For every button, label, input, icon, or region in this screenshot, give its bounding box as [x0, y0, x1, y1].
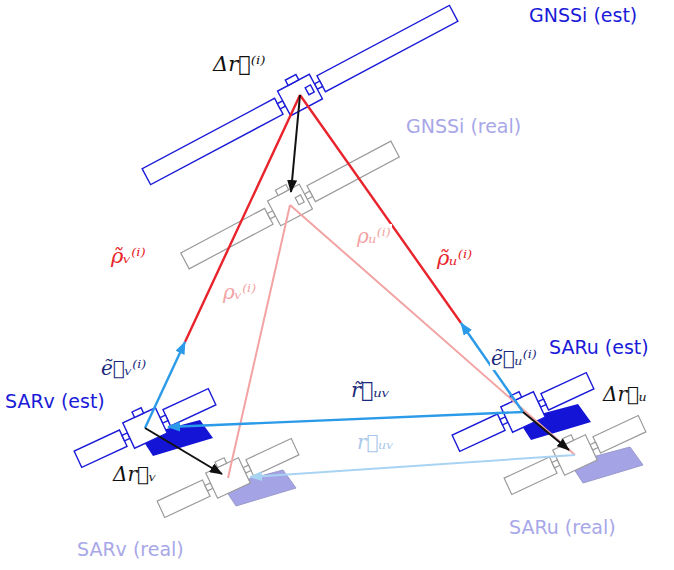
- unit-vector: [145, 342, 185, 428]
- label-slot: r⃗ᵤᵥ: [356, 430, 395, 454]
- true-range-line: [228, 205, 290, 478]
- label-slot: ρ̃ᵥ⁽ⁱ⁾: [110, 244, 147, 269]
- satellite-name: GNSSi (est): [528, 4, 638, 27]
- satellite-name: GNSSi (real): [405, 115, 522, 138]
- range-symbol: ρᵤ⁽ⁱ⁾: [356, 224, 392, 248]
- vector-symbol: Δr⃗⁽ⁱ⁾: [212, 52, 266, 77]
- est-baseline-vector: [168, 412, 523, 427]
- vector-symbol: r⃗ᵤᵥ: [356, 430, 395, 454]
- label-slot: SARv (real): [76, 538, 185, 561]
- gnss-est-satellite: [137, 0, 460, 189]
- label-slot: SARv (est): [4, 390, 106, 413]
- label-slot: Δr⃗⁽ⁱ⁾: [212, 52, 266, 77]
- error-vector: [523, 412, 569, 450]
- label-slot: GNSSi (real): [405, 115, 522, 138]
- error-vector: [291, 95, 300, 192]
- range-symbol: ρ̃ᵥ⁽ⁱ⁾: [110, 244, 147, 269]
- label-slot: Δr⃗ᵥ: [112, 462, 157, 486]
- vector-symbol: Δr⃗ᵤ: [602, 382, 648, 406]
- true-range-line: [290, 205, 575, 455]
- satellite-name: SARu (est): [548, 336, 650, 359]
- label-slot: ρ̃ᵤ⁽ⁱ⁾: [436, 246, 473, 271]
- label-slot: Δr⃗ᵤ: [602, 382, 648, 406]
- vector-symbol: Δr⃗ᵥ: [112, 462, 157, 486]
- satellite-name: SARv (est): [4, 390, 106, 413]
- label-slot: ρᵥ⁽ⁱ⁾: [222, 280, 257, 304]
- label-slot: r̃⃗ᵤᵥ: [350, 378, 391, 403]
- est-range-line: [185, 95, 300, 342]
- satellite-name: SARu (real): [508, 516, 617, 539]
- range-symbol: ρ̃ᵤ⁽ⁱ⁾: [436, 246, 473, 271]
- label-slot: ẽ⃗ᵥ⁽ⁱ⁾: [100, 356, 147, 380]
- true-baseline-vector: [250, 455, 575, 477]
- range-symbol: ρᵥ⁽ⁱ⁾: [222, 280, 257, 304]
- label-slot: ẽ⃗ᵤ⁽ⁱ⁾: [490, 346, 538, 370]
- vector-symbol: r̃⃗ᵤᵥ: [350, 378, 391, 403]
- satellite-name: SARv (real): [76, 538, 185, 561]
- vector-symbol: ẽ⃗ᵥ⁽ⁱ⁾: [100, 356, 147, 380]
- label-slot: GNSSi (est): [528, 4, 638, 27]
- label-slot: ρᵤ⁽ⁱ⁾: [356, 224, 392, 248]
- label-slot: SARu (real): [508, 516, 617, 539]
- label-slot: SARu (est): [548, 336, 650, 359]
- vector-symbol: ẽ⃗ᵤ⁽ⁱ⁾: [490, 346, 538, 370]
